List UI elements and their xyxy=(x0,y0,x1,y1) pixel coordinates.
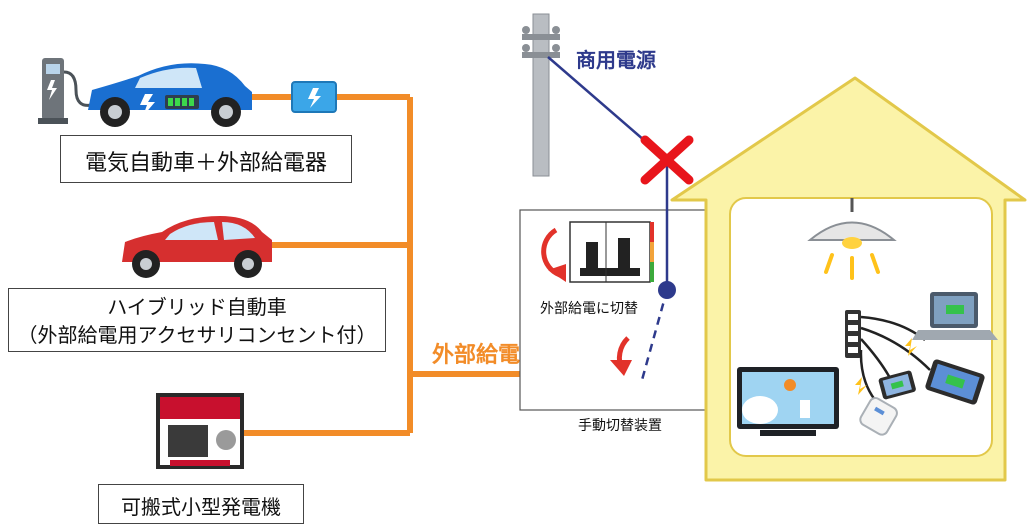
electric-car-icon xyxy=(88,63,252,127)
power-strip-icon xyxy=(845,310,861,358)
manual-switch-device-label: 手動切替装置 xyxy=(578,418,662,434)
charging-sparks-icon xyxy=(855,338,917,395)
cut-cross-icon xyxy=(640,135,694,185)
switch-caption: 外部給電に切替 xyxy=(540,301,638,317)
ev-label: 電気自動車＋外部給電器 xyxy=(84,151,327,176)
rotate-arrow-head-icon xyxy=(548,264,566,282)
laptop-icon xyxy=(912,292,998,340)
grid-switch-node xyxy=(658,281,676,299)
grid-power-label: 商用電源 xyxy=(576,48,656,72)
hybrid-car-icon xyxy=(122,216,272,278)
tv-icon xyxy=(737,367,839,436)
external-feed-label: 外部給電 xyxy=(432,343,521,368)
hybrid-label-line1: ハイブリッド自動車 xyxy=(107,295,287,319)
ev-charger-icon xyxy=(38,58,93,124)
external-charger-unit-icon xyxy=(291,81,337,113)
hybrid-label-box: ハイブリッド自動車 （外部給電用アクセサリコンセント付） xyxy=(8,288,386,352)
hybrid-label-line2: （外部給電用アクセサリコンセント付） xyxy=(17,323,377,347)
smartphone-icon xyxy=(878,370,916,400)
switch-device-box xyxy=(519,209,709,411)
tablet-icon xyxy=(925,359,985,405)
mobile-battery-icon xyxy=(859,397,898,436)
generator-label: 可搬式小型発電機 xyxy=(121,495,281,519)
switch-arrow-head-icon xyxy=(610,360,632,376)
breaker-panel xyxy=(569,221,654,283)
utility-pole-icon xyxy=(522,13,560,177)
ev-label-box: 電気自動車＋外部給電器 xyxy=(60,135,352,183)
generator-label-box: 可搬式小型発電機 xyxy=(98,484,304,524)
portable-generator-icon xyxy=(156,393,244,469)
ceiling-lamp-icon xyxy=(807,198,897,280)
